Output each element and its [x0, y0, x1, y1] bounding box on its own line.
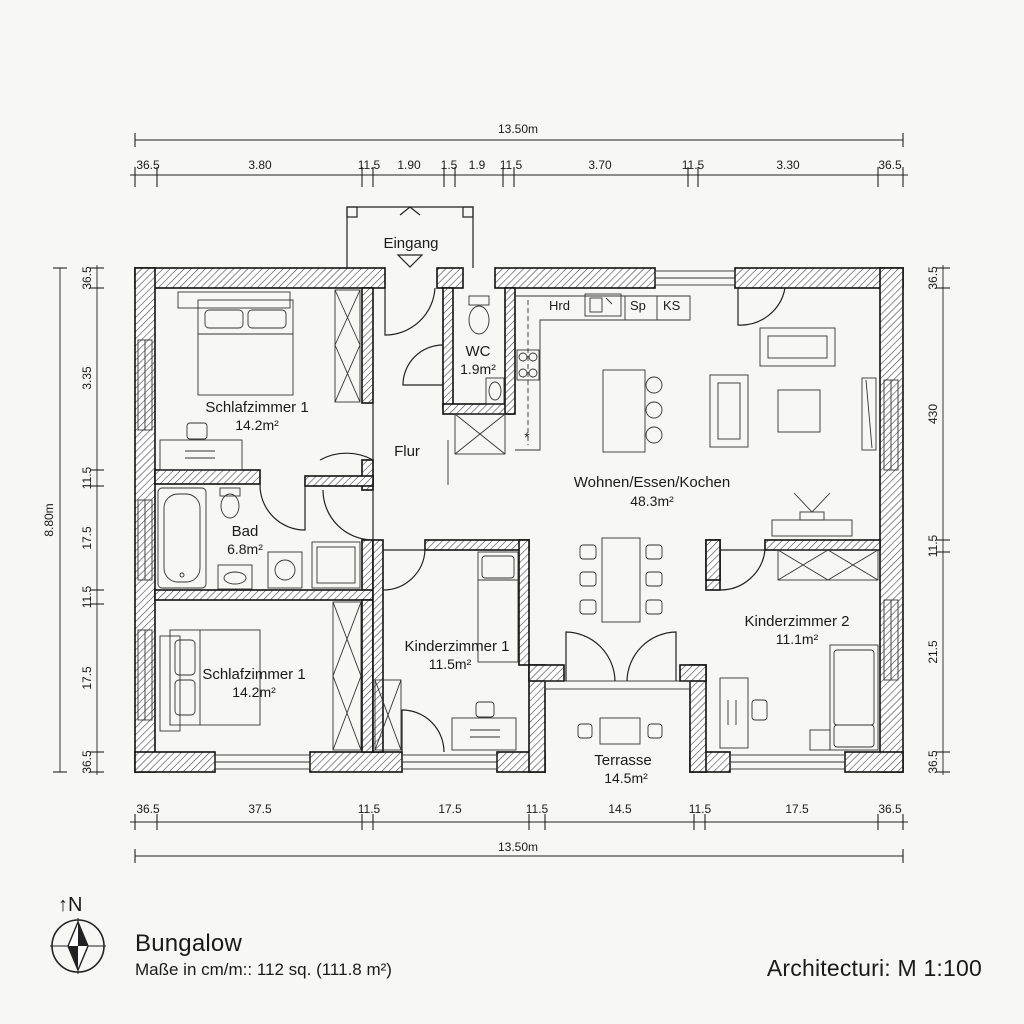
dim-top-seg-8: 11.5 [682, 158, 705, 172]
svg-text:*: * [524, 429, 530, 445]
dim-top-seg-0: 36.5 [136, 158, 160, 172]
dim-right-seg-2: 11.5 [926, 534, 940, 557]
wardrobe-bottom [332, 601, 362, 751]
kitchen-label-hrd: Hrd [549, 298, 570, 313]
dim-overall-top: 13.50m [498, 122, 538, 136]
doors [259, 287, 786, 753]
dimension-right: 36.5 430 11.5 21.5 36.5 [926, 265, 950, 775]
sink-wc [485, 377, 505, 405]
room-area-kinderzimmer2: 11.1m² [776, 631, 819, 647]
dim-left-seg-1: 3.35 [80, 366, 94, 390]
toilet-wc [468, 295, 490, 335]
windows [137, 270, 899, 770]
bed-kinder1 [477, 551, 519, 663]
room-area-wohnen: 48.3m² [630, 493, 674, 509]
dim-bottom-seg-2: 11.5 [358, 802, 381, 816]
dim-bottom-seg-3: 17.5 [438, 802, 462, 816]
room-name-wc: WC [466, 343, 491, 360]
dim-right-seg-0: 36.5 [926, 266, 940, 290]
dim-top-seg-9: 3.30 [776, 158, 800, 172]
dim-bottom-seg-0: 36.5 [136, 802, 160, 816]
wardrobe-kinder1 [374, 679, 402, 751]
dim-right-seg-4: 36.5 [926, 750, 940, 774]
plan-title: Bungalow [135, 930, 243, 957]
bed-top [177, 291, 294, 396]
shower [311, 541, 361, 589]
dim-top-seg-1: 3.80 [248, 158, 272, 172]
dimension-left: 8.80m 36.5 3.35 11.5 17.5 11.5 17.5 36.5 [42, 265, 104, 775]
entrance-canopy [346, 206, 474, 268]
north-arrow: ↑N [48, 894, 108, 974]
dim-left-seg-4: 11.5 [80, 585, 94, 608]
sink-bad [217, 564, 253, 590]
dim-top-seg-7: 3.70 [588, 158, 612, 172]
dim-left-seg-0: 36.5 [80, 266, 94, 290]
kitchen-island [602, 369, 663, 453]
room-label-eingang: Eingang [383, 235, 438, 252]
room-label-flur: Flur [394, 443, 420, 460]
room-area-wc: 1.9m² [460, 361, 496, 377]
kitchen-label-ks: KS [663, 298, 681, 313]
room-name-wohnen: Wohnen/Essen/Kochen [574, 474, 731, 491]
wardrobe-top [334, 289, 361, 403]
room-area-terrasse: 14.5m² [604, 770, 648, 786]
dim-bottom-seg-8: 36.5 [878, 802, 902, 816]
plan-subtitle: Maße in cm/m:: 112 sq. (111.8 m²) [135, 960, 392, 979]
desk-kinder1 [451, 701, 517, 751]
dim-overall-bottom: 13.50m [498, 840, 538, 854]
title-block: Bungalow Maße in cm/m:: 112 sq. (111.8 m… [135, 930, 392, 982]
dim-top-seg-3: 1.90 [397, 158, 421, 172]
dim-right-seg-1: 430 [926, 404, 940, 424]
storage-flur [447, 413, 506, 485]
dim-left-seg-2: 11.5 [80, 466, 94, 489]
dim-left-seg-5: 17.5 [80, 666, 94, 690]
terrace-table [577, 717, 663, 745]
room-area-schlafzimmer-top: 14.2m² [235, 417, 279, 433]
dim-left-seg-3: 17.5 [80, 526, 94, 550]
dimension-top: 13.50m 36.5 3.80 11.5 1.90 1.5 1.9 11.5 … [130, 122, 908, 187]
wardrobe-kinder2 [777, 549, 879, 581]
dim-top-seg-5: 1.9 [469, 158, 486, 172]
dim-bottom-seg-5: 14.5 [608, 802, 632, 816]
kitchen-label-sp: Sp [630, 298, 646, 313]
dim-top-seg-10: 36.5 [878, 158, 902, 172]
dim-right-seg-3: 21.5 [926, 640, 940, 664]
room-area-schlafzimmer-bottom: 14.2m² [232, 684, 276, 700]
bed-bottom [159, 629, 261, 732]
dim-bottom-seg-7: 17.5 [785, 802, 809, 816]
kitchen-counter: * [515, 293, 691, 451]
room-name-kinderzimmer1: Kinderzimmer 1 [404, 638, 509, 655]
dim-bottom-seg-1: 37.5 [248, 802, 272, 816]
compass-icon [50, 918, 106, 974]
dining-table [579, 537, 663, 623]
toilet-bad [219, 487, 241, 519]
room-name-bad: Bad [232, 523, 259, 540]
dim-top-seg-2: 11.5 [358, 158, 381, 172]
room-area-kinderzimmer1: 11.5m² [429, 656, 472, 672]
tv-stand [771, 492, 853, 537]
desk-kinder2 [719, 677, 768, 749]
dim-bottom-seg-4: 11.5 [526, 802, 549, 816]
room-name-schlafzimmer-bottom: Schlafzimmer 1 [202, 666, 305, 683]
sofa [709, 327, 877, 451]
dim-top-seg-4: 1.5 [441, 158, 458, 172]
room-area-bad: 6.8m² [227, 541, 263, 557]
room-name-terrasse: Terrasse [594, 752, 652, 769]
bathtub [157, 487, 207, 589]
desk-top [159, 422, 243, 471]
room-name-schlafzimmer-top: Schlafzimmer 1 [205, 399, 308, 416]
scale-note: Architecturi: M 1:100 [766, 955, 982, 981]
dim-overall-left: 8.80m [42, 503, 56, 536]
dimension-bottom: 36.5 37.5 11.5 17.5 11.5 14.5 11.5 17.5 … [130, 802, 908, 863]
dim-top-seg-6: 11.5 [500, 158, 523, 172]
washer-bad [267, 551, 303, 589]
bed-kinder2 [809, 644, 879, 751]
dim-left-seg-6: 36.5 [80, 750, 94, 774]
north-label: ↑N [58, 894, 83, 916]
room-name-kinderzimmer2: Kinderzimmer 2 [744, 613, 849, 630]
dim-bottom-seg-6: 11.5 [689, 802, 712, 816]
